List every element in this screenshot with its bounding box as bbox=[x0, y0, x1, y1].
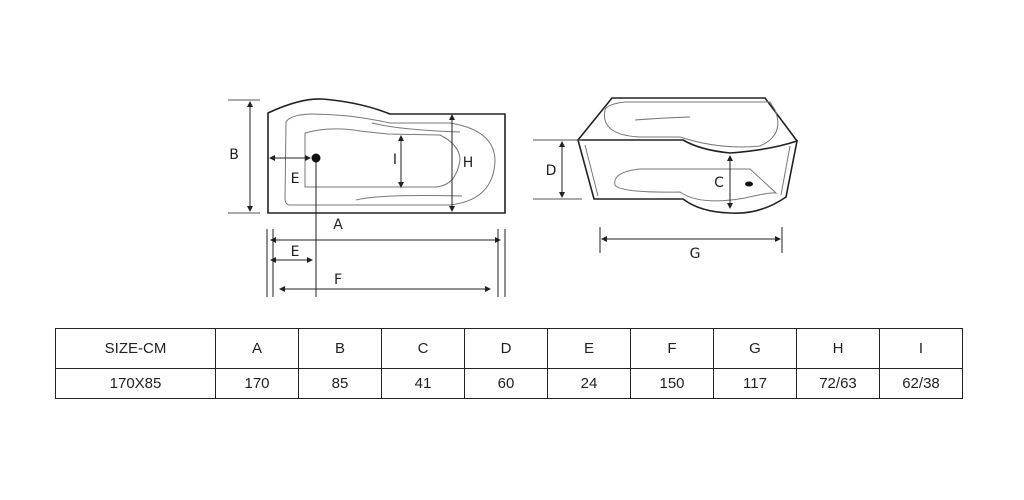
header-cell: F bbox=[630, 328, 714, 369]
table-cell: 72/63 bbox=[796, 368, 880, 399]
header-cell: I bbox=[879, 328, 963, 369]
table-cell: 150 bbox=[630, 368, 714, 399]
label-h: H bbox=[463, 155, 474, 171]
table-cell: 60 bbox=[464, 368, 548, 399]
tub-outline bbox=[267, 98, 506, 214]
header-cell: D bbox=[464, 328, 548, 369]
front-face bbox=[576, 139, 799, 214]
header-cell: A bbox=[215, 328, 299, 369]
header-cell: G bbox=[713, 328, 797, 369]
label-a: A bbox=[333, 217, 343, 233]
table-cell: 24 bbox=[547, 368, 631, 399]
label-f: F bbox=[334, 272, 342, 288]
top-face bbox=[577, 97, 798, 142]
header-cell: SIZE-CM bbox=[55, 328, 216, 369]
dimensions-table: SIZE-CM A B C D E F G H I 170X85 170 85 … bbox=[55, 328, 963, 399]
drain-dot bbox=[311, 153, 321, 163]
header-cell: C bbox=[381, 328, 465, 369]
tub-outer-contour bbox=[284, 113, 496, 206]
table-cell: 117 bbox=[713, 368, 797, 399]
header-cell: H bbox=[796, 328, 880, 369]
iso-view bbox=[533, 97, 799, 253]
table-cell: 41 bbox=[381, 368, 465, 399]
label-i: I bbox=[393, 152, 397, 168]
table-cell: 85 bbox=[298, 368, 382, 399]
table-header-row: SIZE-CM A B C D E F G H I bbox=[55, 328, 963, 369]
label-b: B bbox=[229, 147, 239, 163]
label-e: E bbox=[291, 171, 300, 187]
top-view bbox=[228, 98, 506, 297]
tub-inner-contour bbox=[304, 128, 461, 188]
bathtub-diagrams: B E I H A E F D C G bbox=[228, 97, 799, 297]
drain-dot-iso bbox=[745, 181, 753, 187]
table-row: 170X85 170 85 41 60 24 150 117 72/63 62/… bbox=[55, 368, 963, 399]
table-cell: 170X85 bbox=[55, 368, 216, 399]
label-c: C bbox=[714, 175, 724, 191]
header-cell: B bbox=[298, 328, 382, 369]
label-e-dim: E bbox=[291, 244, 300, 260]
label-g: G bbox=[690, 246, 701, 262]
table-cell: 170 bbox=[215, 368, 299, 399]
label-d: D bbox=[546, 163, 557, 179]
table-cell: 62/38 bbox=[879, 368, 963, 399]
header-cell: E bbox=[547, 328, 631, 369]
